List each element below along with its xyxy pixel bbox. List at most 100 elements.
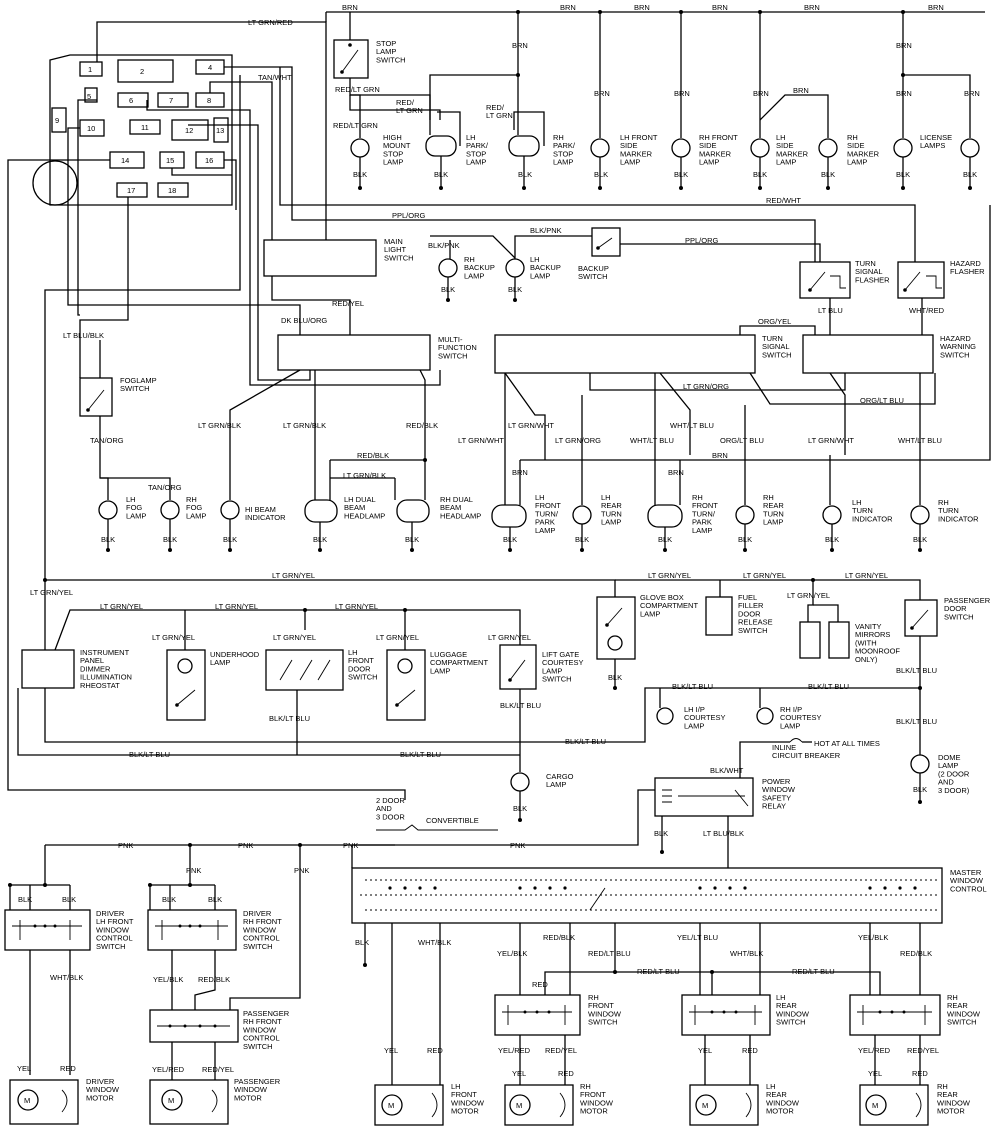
wire-label: LT GRN/WHT	[458, 436, 504, 445]
wire-label: RED	[427, 1046, 443, 1055]
fuse-panel: 1 2 4 5 6 7 8 9 10 11 12 13 14 15 16 17 …	[32, 54, 233, 206]
wire-label: YEL	[17, 1064, 31, 1073]
wire-label: LT GRN/YEL	[152, 633, 195, 642]
component-label: CONVERTIBLE	[426, 816, 479, 825]
fuse-label: 6	[129, 96, 133, 105]
wire-label: RED/WHT	[766, 196, 801, 205]
wire-label: BRN	[674, 89, 690, 98]
wire-label: YEL/LT BLU	[677, 933, 718, 942]
wire-label: BRN	[634, 3, 650, 12]
wire-label: LT BLU/BLK	[63, 331, 104, 340]
wire-label: LT GRN/WHT	[808, 436, 854, 445]
top-wire-labels: BRN BRN BRN BRN BRN BRN LT GRN/RED TAN/W…	[248, 3, 980, 245]
wire-label: YEL/BLK	[153, 975, 183, 984]
fuse-label: 4	[208, 63, 212, 72]
wire-label: RED	[532, 980, 548, 989]
wire-label: LT GRN/ORG	[683, 382, 729, 391]
wire-label: RED/LT BLU	[637, 967, 680, 976]
fuse-label: 5	[87, 92, 91, 101]
wire-label: BLK	[405, 535, 419, 544]
wire-label: LT GRN/WHT	[508, 421, 554, 430]
wire-label: RED/LT GRN	[396, 98, 423, 115]
wire-label: RED/BLK	[198, 975, 230, 984]
wire-label: BRN	[712, 451, 728, 460]
wire-label: LT GRN/YEL	[273, 633, 316, 642]
wire-label: BLK	[223, 535, 237, 544]
wire-label: BLK/LT BLU	[896, 717, 937, 726]
motor-symbol: M	[24, 1096, 30, 1105]
wire-label: LT GRN/YEL	[787, 591, 830, 600]
wire-label: RED/YEL	[545, 1046, 577, 1055]
wire-label: BLK	[441, 285, 455, 294]
wire-label: BRN	[560, 3, 576, 12]
fuse-label: 17	[127, 186, 135, 195]
wire-label: PNK	[343, 841, 358, 850]
wire-label: RED/LT BLU	[792, 967, 835, 976]
wire-label: PNK	[186, 866, 201, 875]
wire-label: BLK	[163, 535, 177, 544]
wire-label: WHT/LT BLU	[670, 421, 714, 430]
wire-label: LT GRN/YEL	[335, 602, 378, 611]
wire-label: WHT/BLK	[418, 938, 451, 947]
wire-label: BLK/WHT	[710, 766, 744, 775]
wire-label: WHT/BLK	[730, 949, 763, 958]
fuse-label: 16	[205, 156, 213, 165]
wire-label: RED/BLK	[357, 451, 389, 460]
fuse-label: 2	[140, 67, 144, 76]
fuse-label: 8	[207, 96, 211, 105]
wire-label: WHT/RED	[909, 306, 945, 315]
fuse-label: 9	[55, 116, 59, 125]
fuse-label: 15	[166, 156, 174, 165]
wire-label: RED/LT BLU	[588, 949, 631, 958]
wire-label: LT GRN/YEL	[215, 602, 258, 611]
wire-label: LT GRN/YEL	[845, 571, 888, 580]
wire-label: YEL/RED	[498, 1046, 531, 1055]
wire-label: RED	[558, 1069, 574, 1078]
wire-label: BLK	[313, 535, 327, 544]
wire-label: RED/BLK	[900, 949, 932, 958]
wire-label: ORG/YEL	[758, 317, 791, 326]
wire-label: BLK	[963, 170, 977, 179]
wire-label: BLK	[753, 170, 767, 179]
wire-label: BLK	[62, 895, 76, 904]
wire-label: YEL/BLK	[497, 949, 527, 958]
wire-label: LT GRN/ORG	[555, 436, 601, 445]
fuse-label: 7	[169, 96, 173, 105]
wire-label: TAN/ORG	[90, 436, 124, 445]
